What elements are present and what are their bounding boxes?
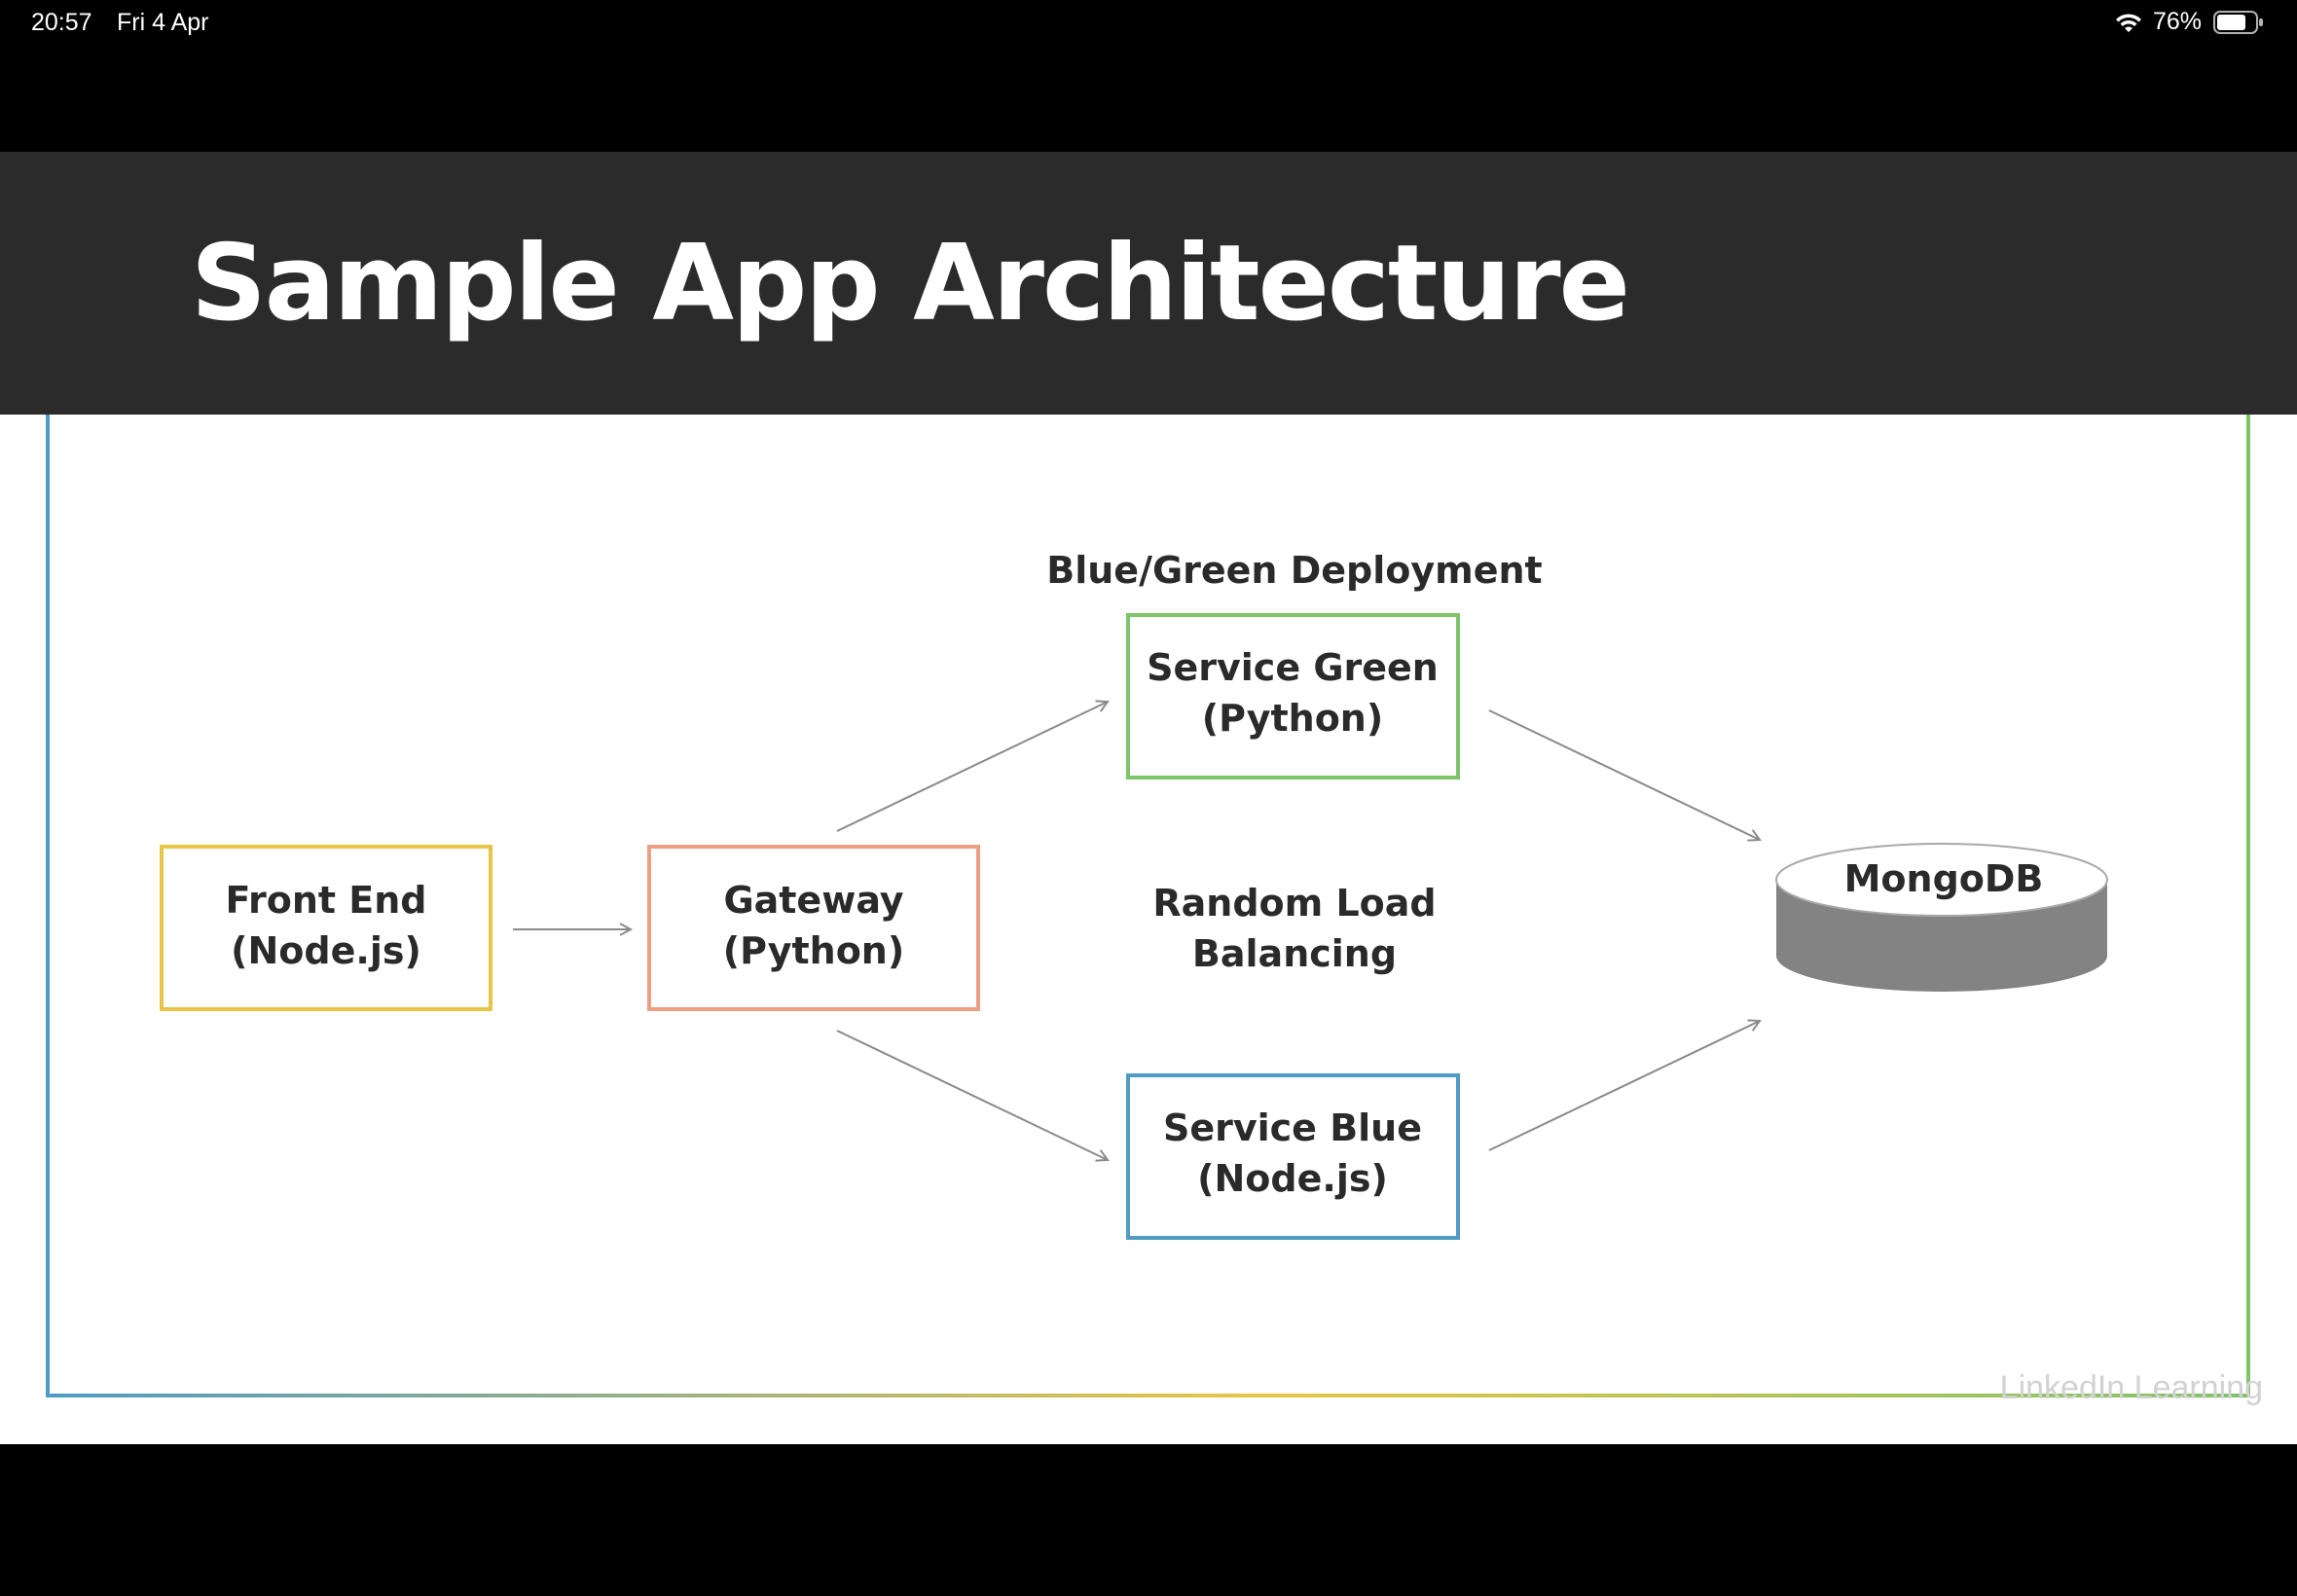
arrow-gateway-to-green	[836, 702, 1108, 832]
arrow-blue-to-mongodb	[1488, 1021, 1760, 1151]
service-blue-box	[1126, 1073, 1460, 1240]
status-time: 20:57	[31, 9, 92, 36]
balancing-label-line2: Balancing	[1192, 932, 1397, 975]
gateway-node: Gateway (Python)	[647, 845, 980, 1011]
front-end-title: Front End	[225, 879, 426, 922]
linkedin-learning-watermark: LinkedIn Learning	[2000, 1369, 2263, 1406]
status-bar: 20:57 Fri 4 Apr 76%	[0, 0, 2297, 49]
gateway-title: Gateway	[723, 879, 903, 922]
front-end-box	[160, 845, 492, 1011]
balancing-label-line1: Random Load	[1152, 882, 1436, 925]
arrow-gateway-to-blue	[836, 1030, 1108, 1160]
battery-percent: 76%	[2152, 8, 2202, 35]
service-green-node: Service Green (Python)	[1126, 613, 1460, 780]
gateway-box	[647, 845, 980, 1011]
architecture-diagram: Blue/Green Deployment Random Load Balanc…	[46, 415, 2263, 1406]
slide-title: Sample App Architecture	[191, 223, 1630, 345]
service-green-subtitle: (Python)	[1202, 697, 1383, 740]
front-end-subtitle: (Node.js)	[231, 929, 421, 972]
video-player[interactable]: Sample App Architecture Blue/Green Deplo…	[0, 152, 2297, 1444]
service-blue-node: Service Blue (Node.js)	[1126, 1073, 1460, 1240]
deployment-label: Blue/Green Deployment	[1046, 549, 1542, 592]
gateway-subtitle: (Python)	[723, 929, 904, 972]
mongodb-cylinder-top	[1775, 843, 2108, 917]
mongodb-node: MongoDB	[1775, 843, 2108, 992]
service-green-title: Service Green	[1147, 646, 1439, 689]
service-blue-subtitle: (Node.js)	[1197, 1157, 1388, 1200]
status-indicators: 76%	[2114, 8, 2264, 36]
front-end-node: Front End (Node.js)	[160, 845, 492, 1011]
slide-header: Sample App Architecture	[0, 152, 2297, 415]
wifi-icon	[2115, 13, 2141, 32]
mongodb-label: MongoDB	[1844, 857, 2044, 900]
service-green-box	[1126, 613, 1460, 780]
slide-frame	[46, 415, 2250, 1397]
service-blue-title: Service Blue	[1163, 1106, 1422, 1149]
battery-icon	[2213, 10, 2263, 34]
status-date: Fri 4 Apr	[117, 9, 209, 36]
arrow-green-to-mongodb	[1488, 709, 1760, 840]
